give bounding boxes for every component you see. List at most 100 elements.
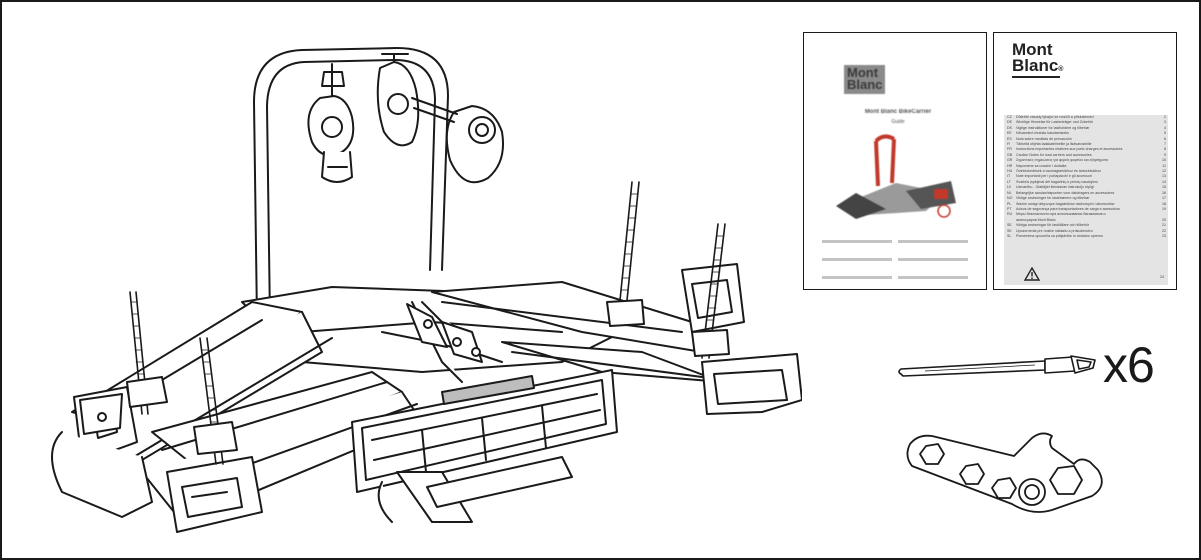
toc-page-number: 4 <box>1164 125 1166 130</box>
toc-language-code: SK <box>1007 228 1012 233</box>
toc-language-code: FI <box>1007 142 1011 147</box>
wheel-rail-right <box>431 281 723 383</box>
toc-page-number: 20 <box>1162 217 1166 222</box>
toc-title: аксессуаров Mont Blanc <box>1016 217 1056 222</box>
rod-threads <box>130 193 725 447</box>
license-plate-holder <box>351 369 618 493</box>
toc-page-number: 22 <box>1162 228 1166 233</box>
strap-quantity: x6 <box>1103 337 1155 393</box>
strap-icon <box>898 355 1096 377</box>
frame-hoop <box>253 47 449 321</box>
end-cap-right-front <box>701 353 802 415</box>
toc-language-code: DK <box>1007 125 1012 130</box>
toc-row: EE Nõuanded ohutuks kasutamiseks 5 <box>1004 131 1168 136</box>
toc-row: SE Viktiga anvisningar för lasthållare oc… <box>1004 223 1168 228</box>
toc-page-number: 13 <box>1162 174 1166 179</box>
index-logo-line2: Blanc <box>1012 56 1059 76</box>
toc-language-code: CZ <box>1007 115 1012 119</box>
toc-language-code: NL <box>1007 190 1012 195</box>
hinge-assembly <box>406 303 483 363</box>
toc-title: Instructions importantes relatives aux p… <box>1016 147 1123 152</box>
frame-holder-right <box>411 97 504 184</box>
toc-page-number: 11 <box>1162 163 1166 168</box>
toc-title: Vigtige instruktioner for lastholdere og… <box>1016 125 1090 130</box>
warning-page-number: 24 <box>1160 275 1164 279</box>
toc-title: Viktige anvisninger for lastebærere og t… <box>1016 196 1090 201</box>
toc-title: Σημαντικές σημειώσεις για φορείς φορτίου… <box>1016 158 1108 163</box>
toc-title: Wichtige Hinweise für Lastenträger und Z… <box>1016 120 1094 125</box>
toc-language-code: ES <box>1007 136 1012 141</box>
cover-logo-line2: Blanc <box>847 77 883 93</box>
toc-title: Belangrijke aandachtspunten voor dakdrag… <box>1016 190 1115 195</box>
toc-page-number: 6 <box>1164 136 1166 141</box>
toc-language-code: DE <box>1007 120 1012 125</box>
manual-booklet-index: Mont Blanc® CZ Důležité zásady týkající s… <box>993 32 1177 290</box>
toc-title: Avisos de segurança para transportadores… <box>1016 206 1120 211</box>
toc-row: NL Belangrijke aandachtspunten voor dakdr… <box>1004 191 1168 196</box>
toc-language-code: GR <box>1007 158 1013 163</box>
toc-page-number: 5 <box>1164 131 1166 136</box>
toc-title: Svarbūs įspėjimai dėl bagažinių ir pried… <box>1016 179 1098 184</box>
toc-page-number: 15 <box>1162 185 1166 190</box>
table-of-contents: CZ Důležité zásady týkající se nosičů a p… <box>1004 115 1168 285</box>
cover-title: Mont Blanc BikeCarrier <box>864 109 932 115</box>
toc-title: Меры безопасности при использовании бага… <box>1016 212 1106 217</box>
toc-row: аксессуаров Mont Blanc 20 <box>1004 218 1168 223</box>
toc-language-code: LT <box>1007 179 1011 184</box>
toc-language-code: PT <box>1007 206 1012 211</box>
toc-page-number: 7 <box>1164 142 1166 147</box>
toc-page-number: 12 <box>1162 169 1166 174</box>
toc-page-number: 16 <box>1162 190 1166 195</box>
warning-triangle-icon <box>1024 267 1040 281</box>
toc-title: Důležité zásady týkající se nosičů a pří… <box>1016 115 1094 119</box>
toc-title: Pomembna opozorila za prtljažnike in dod… <box>1016 233 1103 238</box>
toc-language-code: FR <box>1007 147 1012 152</box>
toc-title: Ważne uwagi dotyczące bagażników dachowy… <box>1016 201 1115 206</box>
toc-title: Tärkeitä ohjeita taakkatelineille ja lis… <box>1016 142 1092 147</box>
wrench-icon <box>906 432 1103 513</box>
toc-row: DK Vigtige instruktioner for lastholdere … <box>1004 126 1168 131</box>
end-cap-left-front <box>166 456 263 533</box>
toc-language-code: RU <box>1007 212 1013 217</box>
toc-title: Nota sobre medidas de precaución <box>1016 136 1072 141</box>
toc-row: CZ Důležité zásady týkající se nosičů a p… <box>1004 115 1168 120</box>
toc-page-number: 21 <box>1162 223 1166 228</box>
toc-language-code: SE <box>1007 223 1012 228</box>
toc-page-number: 2 <box>1164 115 1166 119</box>
end-cap-right-back <box>681 263 745 333</box>
toc-title: Nõuanded ohutuks kasutamiseks <box>1016 131 1069 136</box>
towbar-mount <box>377 456 573 523</box>
cover-logo-line1: Mont <box>847 65 879 80</box>
toc-page-number: 18 <box>1162 201 1166 206</box>
toc-page-number: 19 <box>1162 206 1166 211</box>
toc-title: Viktiga anvisningar för lasthållare och … <box>1016 223 1090 228</box>
toc-row: PT Avisos de segurança para transportador… <box>1004 207 1168 212</box>
toc-title: Uzmanību - Glabājiet lietošanas instrukc… <box>1016 185 1094 190</box>
toc-language-code: SL <box>1007 233 1012 238</box>
toc-row: DE Wichtige Hinweise für Lastenträger und… <box>1004 120 1168 125</box>
toc-language-code: GB <box>1007 152 1013 157</box>
toc-title: Napomene za nosače i dodatke <box>1016 163 1067 168</box>
toc-row: FR Instructions importantes relatives aux… <box>1004 147 1168 152</box>
toc-row: SL Pomembna opozorila za prtljažnike in d… <box>1004 234 1168 239</box>
toc-title: Note importanti per i portapacchi e gli … <box>1016 174 1092 179</box>
toc-row: LT Svarbūs įspėjimai dėl bagažinių ir pri… <box>1004 180 1168 185</box>
toc-language-code: HU <box>1007 169 1013 174</box>
toc-page-number: 23 <box>1162 233 1166 238</box>
toc-row: IT Note importanti per i portapacchi e gl… <box>1004 174 1168 179</box>
toc-language-code: IT <box>1007 174 1011 179</box>
toc-page-number: 3 <box>1164 120 1166 125</box>
index-logo-line1: Mont <box>1012 40 1053 59</box>
frame-holder-middle <box>376 53 420 147</box>
toc-language-code: EE <box>1007 131 1012 136</box>
index-logo-mark: ® <box>1058 66 1064 74</box>
toc-title: Caution Notes for load carriers and acce… <box>1016 152 1092 157</box>
